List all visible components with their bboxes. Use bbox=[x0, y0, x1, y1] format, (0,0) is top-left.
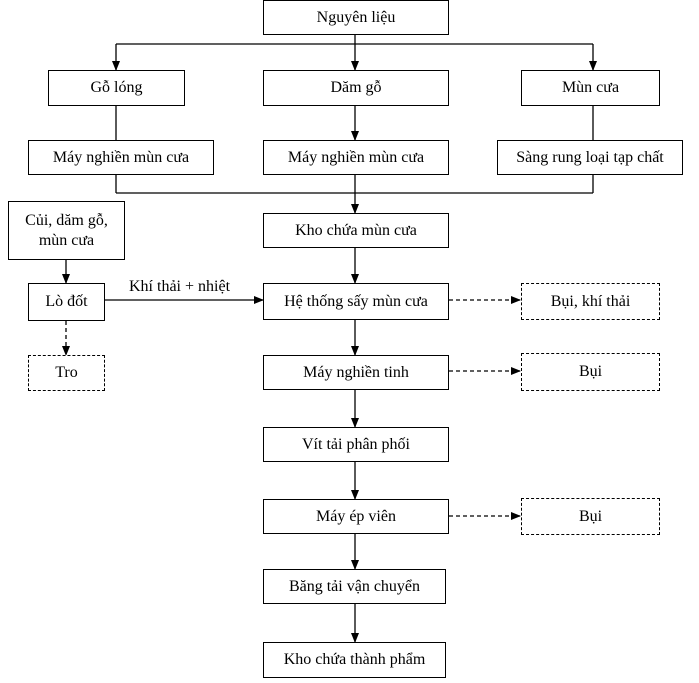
node-log-wood: Gỗ lóng bbox=[48, 70, 185, 106]
node-belt-conveyor: Băng tải vận chuyển bbox=[263, 569, 446, 604]
node-sawdust: Mùn cưa bbox=[521, 70, 660, 106]
node-product-storage: Kho chứa thành phẩm bbox=[263, 642, 446, 678]
node-dust-1: Bụi bbox=[521, 353, 660, 391]
node-fine-grinder: Máy nghiền tinh bbox=[263, 355, 449, 390]
node-wood-chips: Dăm gỗ bbox=[263, 70, 449, 106]
node-furnace: Lò đốt bbox=[28, 283, 105, 321]
node-grinder-1: Máy nghiền mùn cưa bbox=[28, 140, 214, 175]
node-fuel: Củi, dăm gỗ, mùn cưa bbox=[8, 201, 125, 260]
node-dust-exhaust: Bụi, khí thải bbox=[521, 283, 660, 320]
node-dryer: Hệ thống sấy mùn cưa bbox=[263, 283, 449, 320]
node-vibrating-screen: Sàng rung loại tạp chất bbox=[497, 140, 683, 175]
node-sawdust-storage: Kho chứa mùn cưa bbox=[263, 213, 449, 248]
node-grinder-2: Máy nghiền mùn cưa bbox=[263, 140, 449, 175]
node-screw-conveyor: Vít tải phân phối bbox=[263, 427, 449, 462]
node-fuel-line-1: Củi, dăm gỗ, bbox=[25, 211, 108, 229]
node-dust-2: Bụi bbox=[521, 498, 660, 535]
node-pellet-press: Máy ép viên bbox=[263, 499, 449, 534]
node-ash: Tro bbox=[28, 355, 105, 391]
label-flue-gas-heat: Khí thải + nhiệt bbox=[129, 278, 231, 295]
node-fuel-line-2: mùn cưa bbox=[38, 231, 95, 249]
node-raw-material: Nguyên liệu bbox=[263, 0, 449, 35]
